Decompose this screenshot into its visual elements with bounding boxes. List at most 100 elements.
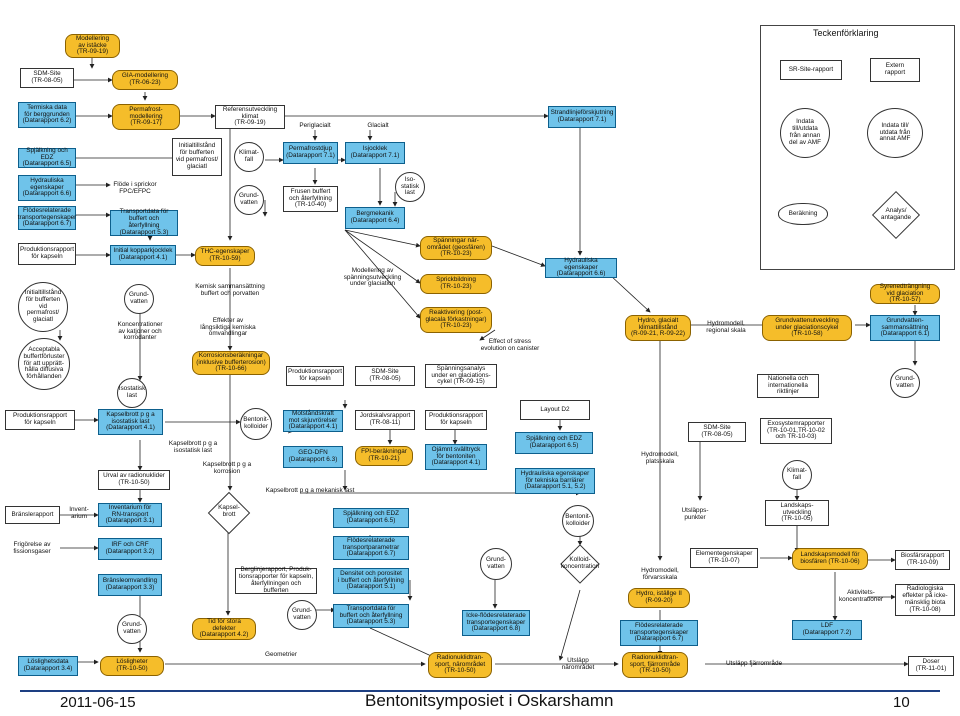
label-modellering-spanning: Modellering av spänningsutveckling under… (343, 266, 402, 288)
bentonit-kolloider-1: Bentonit- kolloider (240, 408, 272, 440)
label-hydromodell-platsskala: Hydromodell, platsskala (641, 451, 679, 465)
termiska-data: Termiska data för berggrunden (Datarappo… (18, 102, 76, 128)
fpi-berakningar: FPI-beräkningar (TR-10-21) (355, 446, 413, 466)
bransleomvandling: Bränsleomvandling (Datarapport 3.3) (98, 574, 162, 596)
irf-crf: IRF och CRF (Datarapport 3.2) (98, 538, 162, 560)
isjocklek: Isjocklek (Datarapport 7.1) (345, 142, 405, 164)
initialtillstand-permafrost: Initialtillstånd för bufferten vid perma… (172, 138, 222, 176)
produktionsrapport-4: Produktionsrapport för kapseln (425, 410, 487, 430)
label-utslapp-fjarromrade: Utsläpp fjärrområde (725, 659, 783, 667)
hydro-istalle: Hydro, iställge II (R-09-20) (628, 588, 690, 608)
ojamnt-svalltryck: Ojämnt svälltryck för bentoniten (Datara… (425, 444, 487, 470)
legend-sr-site-rapport: SR-Site-rapport (780, 60, 842, 80)
label-koncentrationer: Koncentrationer av katjoner och korrodan… (117, 320, 163, 342)
exosystemrapporter: Exosystemrapporter (TR-10-01,TR-10-02 oc… (760, 418, 832, 444)
grundvatten-3: Grund- vatten (890, 368, 920, 398)
label-effekter: Effekter av långsiktiga kemiska omvandli… (200, 316, 256, 338)
produktionsrapport-3: Produktionsrapport för kapseln (5, 410, 75, 430)
label-inventarium: Invent- arium (69, 506, 89, 520)
ldf: LDF (Datarapport 7.2) (792, 620, 862, 640)
radionuklidtransport-naromradet: Radionuklidtran- sport, närområdet (TR-1… (428, 652, 492, 678)
legend-berakning: Beräkning (778, 203, 828, 225)
sdm-site-3: SDM-Site (TR-08-05) (688, 422, 746, 442)
hydrauliska-egenskaper-2: Hydrauliska egenskaper (Datarapport 6.6) (545, 257, 617, 278)
transportdata-1: Transportdata för buffert och återfyllni… (110, 208, 178, 236)
flodesrelaterade-3: Flödesrelaterade transportegenskaper (Da… (620, 620, 698, 646)
strandlinjeforskjutning: Strandlinjeförskjutning (Datarapport 7.1… (548, 106, 616, 128)
korrosionsberakningar: Korrosionsberäkningar (inklusive buffert… (192, 351, 270, 375)
grundvatten-4: Grund- vatten (480, 548, 512, 580)
label-hydromodell-regional: Hydromodell, regional skala (706, 320, 746, 334)
hydrauliska-egenskaper-1: Hydrauliska egenskaper (Datarapport 6.6) (18, 175, 76, 201)
initialtillstand-buffert: Initialtillstånd för bufferten vid perma… (18, 282, 68, 332)
transportdata-2: Transportdata för buffert och återfyllni… (333, 604, 409, 628)
bergmekanik: Bergmekanik (Datarapport 6.4) (345, 207, 405, 229)
klimatfall-1: Klimat- fall (234, 142, 264, 172)
label-frigorelse: Frigörelse av fissionsgaser (13, 541, 51, 555)
label-periglacialt: Periglacialt (299, 121, 331, 129)
label-effect-stress: Effect of stress evolution on canister (480, 338, 540, 352)
label-geometrier: Geometrier (265, 650, 297, 658)
spanningsanalys: Spänningsanalys under en glaciations- cy… (425, 364, 497, 388)
footer-rule (20, 690, 940, 692)
klimatfall-2: Klimat- fall (782, 460, 812, 490)
slide-footer (0, 690, 960, 716)
grundvatten-2: Grund- vatten (124, 284, 154, 314)
branslerapport: Bränslerapport (5, 506, 60, 524)
spjalkning-edz-3: Spjälkning och EDZ (Datarapport 6.5) (333, 508, 409, 528)
frusen-buffert: Frusen buffert och återfyllning (TR-10-4… (283, 186, 338, 212)
referensutveckling-klimat: Referensutveckling klimat (TR-09-19) (215, 105, 285, 129)
label-kapselbrott-mekanisk: Kapselbrott p g a mekanisk last (265, 486, 355, 494)
produktionsrapport-2: Produktionsrapport för kapseln (286, 366, 344, 386)
isostatisk-last-1: Iso- statisk last (395, 172, 425, 202)
flodesrelaterade-1: Flödesrelaterade transportegenskaper (Da… (18, 206, 76, 230)
nationella-riktlinjer: Nationella och internationella riktlinje… (757, 374, 819, 398)
landskapsutveckling: Landskaps- utveckling (TR-10-05) (765, 500, 829, 526)
syrenedtrangning: Syrenedträngning vid glaciation (TR-10-5… (870, 283, 940, 304)
label-kapselbrott-isostatisk: Kapselbrott p g a isostatisk last (168, 440, 218, 454)
footer-title: Bentonitsymposiet i Oskarshamn (365, 691, 614, 710)
acceptabla-buffertforluster: Acceptabla buffertförluster för att uppr… (18, 338, 70, 390)
hydrauliska-egenskaper-3: Hydrauliska egenskaper för tekniska barr… (515, 468, 595, 494)
loslighetsdata: Löslighetsdata (Datarapport 3.4) (18, 656, 78, 676)
sprickbildning: Sprickbildning (TR-10-23) (420, 274, 492, 294)
initial-kopparkjocklek: Initial kopparkjocklek (Datarapport 4.1) (110, 245, 176, 265)
label-utslapp-punkter: Utsläpps- punkter (681, 507, 709, 521)
layout-d2: Layout D2 (520, 400, 590, 420)
sdm-site-1: SDM-Site (TR-08-05) (20, 68, 74, 88)
legend-extern-rapport: Extern rapport (870, 58, 920, 82)
spjalkning-edz-1: Spjälkning och EDZ (Datarapport 6.5) (18, 147, 76, 168)
sdm-site-2: SDM-Site (TR-08-05) (355, 366, 415, 386)
icke-flodesrelaterade: Icke-flödesrelaterade transportegenskape… (462, 610, 530, 636)
isostatisk-last-2: Isostatisk last (117, 378, 147, 408)
footer-date: 2011-06-15 (60, 694, 136, 711)
radiologiska-effekter: Radiologiska effekter på icke- mänsklig … (895, 584, 955, 616)
doser: Doser (TR-11-01) (908, 656, 954, 676)
grundvatten-5: Grund- vatten (117, 614, 147, 644)
losligheter: Lösligheter (TR-10-50) (100, 656, 164, 676)
label-aktivitetskoncentrationer: Aktivitets- koncentrationer (838, 589, 884, 603)
grundvatten-1: Grund- vatten (234, 185, 264, 215)
reaktivering: Reaktivering (post- glacala förkastninga… (420, 307, 492, 333)
modellering-istacke: Modellering av istäcke (TR-09-19) (65, 34, 120, 58)
jordskalvsrapport: Jordskalvsrapport (TR-08-11) (355, 410, 415, 430)
legend-indata-amf: Indata till/utdata från annan del av AMF (780, 108, 830, 158)
label-flode-sprickor: Flöde i sprickor FPC/EFPC (113, 181, 157, 195)
label-glacialt: Glacialt (367, 121, 389, 129)
grundvattenutveckling: Grundvattenutveckling under glaciationsc… (762, 315, 852, 341)
label-hydromodell-forvarsskala: Hydromodell, förvarsskala (641, 567, 679, 581)
permafrost-modellering: Permafrost- modellering (TR-09-17) (112, 104, 180, 130)
urval-radionuklider: Urval av radionuklider (TR-10-50) (98, 470, 170, 490)
spjalkning-edz-2: Spjälkning och EDZ (Datarapport 6.5) (515, 432, 593, 454)
berglinjerapport: Berglinjerapport, Produk- tionsrapporter… (235, 566, 317, 594)
geo-dfn: GEO-DFN (Datarapport 6.3) (283, 446, 343, 468)
biosfarsrapport: Biosfärsrapport (TR-10-09) (895, 550, 950, 570)
produktionsrapport-1: Produktionsrapport för kapseln (18, 243, 76, 265)
flodesrelaterade-2: Flödesrelaterade transportparametrar (Da… (333, 536, 409, 560)
kolloid-koncentration-label: Kolloid- koncentration (560, 556, 600, 570)
hydro-glacialt: Hydro, glacialt klimattillstånd (R-09-21… (625, 315, 691, 341)
landskapsmodell: Landskapsmodell för biosfären (TR-10-06) (792, 548, 868, 570)
bentonit-kolloider-2: Bentonit- kolloider (562, 505, 594, 537)
label-kemisk-sammansattning: Kemisk sammansättning buffert och porvat… (195, 283, 265, 297)
densitet-porositet: Densitet och porositet i buffert och åte… (333, 568, 409, 594)
